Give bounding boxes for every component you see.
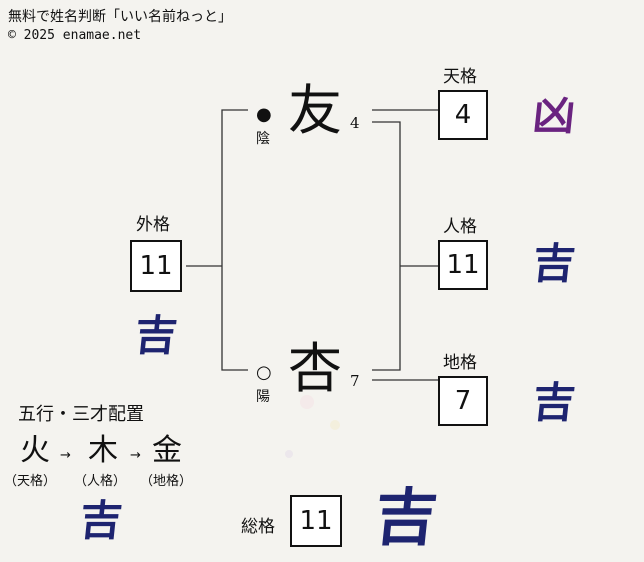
tenkaku-fortune: 凶 xyxy=(530,91,578,140)
arrow-icon: → xyxy=(60,448,71,463)
soukaku-fortune: 吉 xyxy=(371,481,441,554)
gaikaku-fortune: 吉 xyxy=(132,311,180,360)
tenkaku-box: 4 xyxy=(438,90,488,140)
background-fleck xyxy=(300,395,314,409)
site-title: 無料で姓名判断「いい名前ねっと」 xyxy=(8,9,232,25)
element-wood-sub: （人格） xyxy=(74,474,127,489)
yin-label: 陰 xyxy=(256,131,270,147)
element-metal-sub: （地格） xyxy=(140,474,193,489)
jinkaku-bracket-line xyxy=(372,121,401,371)
stroke-count-2: 7 xyxy=(350,372,360,390)
name-char-2: 杏 xyxy=(288,337,342,400)
gogyo-title: 五行・三才配置 xyxy=(18,404,144,425)
yang-marker: ○ xyxy=(256,362,272,383)
chikaku-fortune: 吉 xyxy=(530,378,578,427)
copyright: © 2025 enamae.net xyxy=(8,28,142,43)
outer-bracket-line xyxy=(221,109,248,371)
element-wood: 木 xyxy=(88,433,118,468)
soukaku-box: 11 xyxy=(290,495,342,547)
background-fleck xyxy=(330,420,340,430)
yang-label: 陽 xyxy=(256,389,270,405)
jinkaku-box: 11 xyxy=(438,240,488,290)
jinkaku-label: 人格 xyxy=(443,217,477,237)
name-char-1: 友 xyxy=(288,79,342,142)
yin-marker: ● xyxy=(256,104,272,125)
soukaku-label: 総格 xyxy=(241,517,275,537)
stroke-count-1: 4 xyxy=(350,114,360,132)
element-metal: 金 xyxy=(152,433,182,468)
gaikaku-box: 11 xyxy=(130,240,182,292)
element-fire: 火 xyxy=(20,433,50,468)
jinkaku-fortune: 吉 xyxy=(530,239,578,288)
tenkaku-label: 天格 xyxy=(443,67,477,87)
gogyo-fortune: 吉 xyxy=(77,496,125,545)
arrow-icon: → xyxy=(130,448,141,463)
chikaku-box: 7 xyxy=(438,376,488,426)
chikaku-label: 地格 xyxy=(443,353,477,373)
gaikaku-label: 外格 xyxy=(136,215,170,235)
background-fleck xyxy=(285,450,293,458)
element-fire-sub: （天格） xyxy=(4,474,57,489)
